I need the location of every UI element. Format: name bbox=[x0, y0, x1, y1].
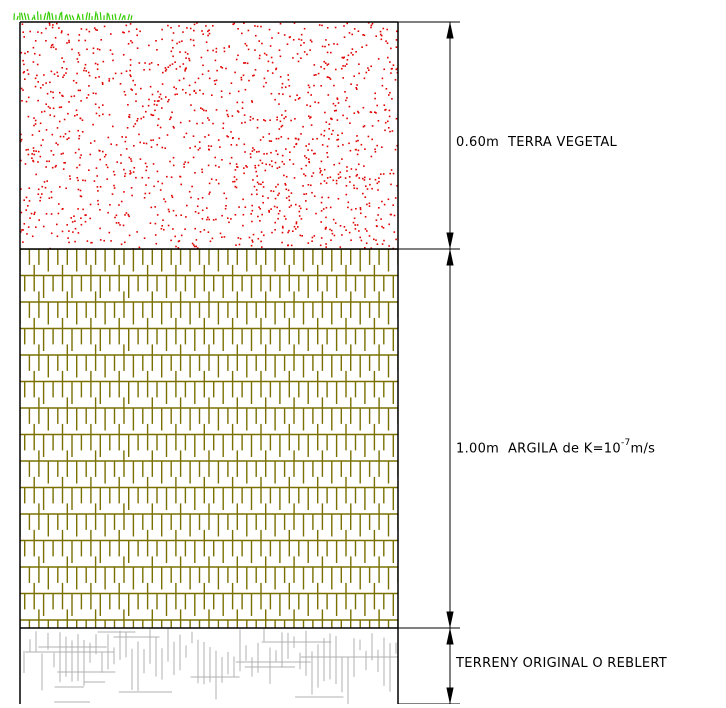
arrow-top-2 bbox=[447, 233, 453, 247]
label-terra-vegetal: 0.60m TERRA VEGETAL bbox=[456, 135, 617, 150]
terra-vegetal-hatch bbox=[20, 22, 400, 250]
arrow-mid-1 bbox=[447, 251, 453, 265]
thickness-argila: 1.00m bbox=[456, 441, 499, 456]
label-terreny-original: TERRENY ORIGINAL O REBLERT bbox=[456, 656, 667, 671]
name-terreny-original: TERRENY ORIGINAL O REBLERT bbox=[456, 656, 667, 671]
extension-lines bbox=[398, 22, 460, 704]
unit-argila: m/s bbox=[631, 441, 656, 456]
name-argila: ARGILA de K=10 bbox=[508, 441, 621, 456]
arrow-bot-2 bbox=[447, 688, 453, 702]
dimension-line bbox=[447, 22, 453, 704]
thickness-terra-vegetal: 0.60m bbox=[456, 135, 499, 150]
exponent-argila: -7 bbox=[621, 438, 631, 448]
arrow-bot-1 bbox=[447, 630, 453, 644]
grass-symbol bbox=[14, 11, 132, 20]
arrow-mid-2 bbox=[447, 612, 453, 626]
name-terra-vegetal: TERRA VEGETAL bbox=[508, 135, 617, 150]
label-argila: 1.00m ARGILA de K=10-7m/s bbox=[456, 440, 655, 456]
arrow-top-1 bbox=[447, 24, 453, 38]
terreny-original-hatch bbox=[24, 629, 399, 704]
argila-hatch bbox=[20, 249, 398, 647]
